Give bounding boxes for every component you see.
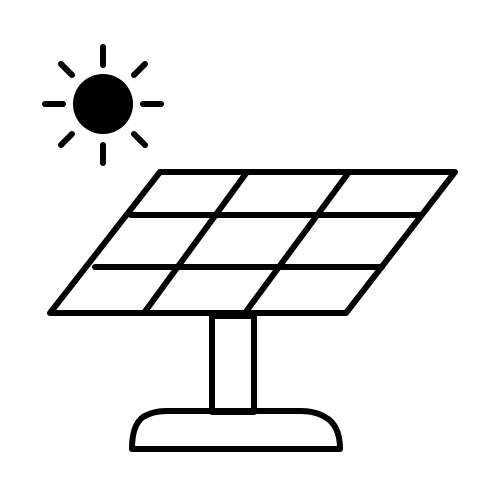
sun-rays — [42, 44, 164, 166]
stand-base — [129, 408, 343, 452]
panel-col-divider-1 — [141, 169, 250, 316]
solar-panel-grid — [92, 169, 424, 316]
solar-panel-frame — [47, 169, 458, 316]
panel-stand — [129, 313, 343, 452]
sun-icon — [42, 44, 164, 166]
sun-ray-top-right — [131, 61, 148, 78]
sun-ray-bottom-left — [58, 131, 75, 148]
panel-col-divider-2 — [242, 169, 352, 316]
stand-post — [209, 313, 257, 415]
sun-ray-top-left — [58, 61, 75, 78]
sun-ray-bottom-right — [131, 131, 148, 148]
solar-panel — [47, 169, 458, 316]
sun-core — [73, 74, 133, 134]
